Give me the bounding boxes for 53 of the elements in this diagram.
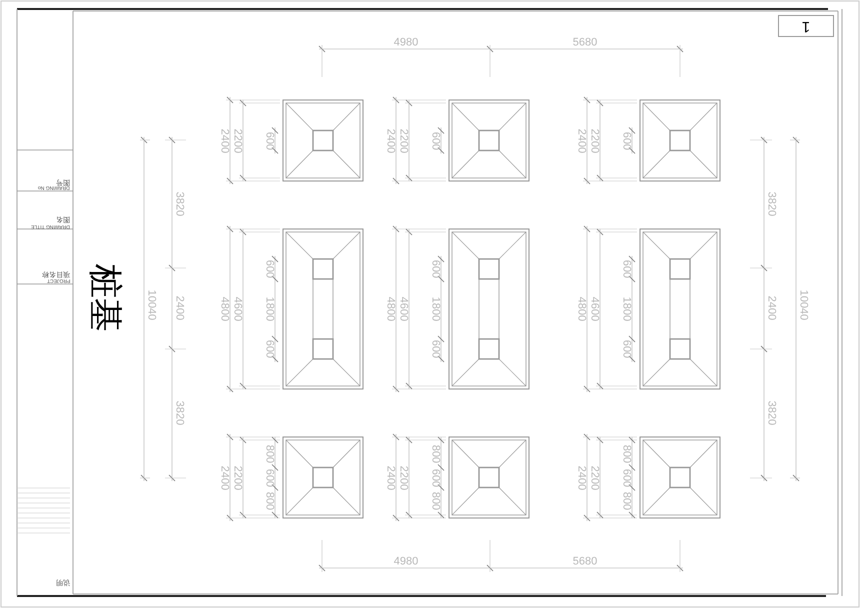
dimension-text: 3820 xyxy=(174,400,184,426)
dimension-text: 1800 xyxy=(264,296,274,322)
dimension-text: 600 xyxy=(264,260,274,278)
dimension-text: 600 xyxy=(430,131,440,150)
dimension-text: 600 xyxy=(264,340,274,358)
dimension-text: 4600 xyxy=(232,296,242,322)
dimension-text: 600 xyxy=(264,468,274,487)
dimension-text: 600 xyxy=(430,260,440,278)
dimension-text: 3820 xyxy=(174,192,184,216)
dimension-text: 2400 xyxy=(384,128,396,153)
dimension-text: 4980 xyxy=(394,556,418,568)
dimension-text: 2400 xyxy=(766,296,776,320)
page-number: 1 xyxy=(778,15,834,37)
dimension-text: 10040 xyxy=(146,290,156,320)
dimension-text: 2200 xyxy=(398,128,408,153)
dimension-text: 5680 xyxy=(572,38,598,48)
dimension-text: 2400 xyxy=(218,465,230,490)
dimension-text: 2200 xyxy=(398,465,408,490)
drawing-title: 桩基 xyxy=(88,264,122,332)
dimension-text: 800 xyxy=(430,444,440,463)
dimension-text: 2400 xyxy=(576,465,586,490)
dimension-text: 600 xyxy=(430,340,440,358)
dimension-text: 600 xyxy=(264,131,274,150)
dimension-text: 10040 xyxy=(798,290,808,320)
dimension-text: 4800 xyxy=(384,296,396,322)
dimension-text: 2400 xyxy=(218,128,230,153)
dimension-text: 2200 xyxy=(232,128,242,153)
dimension-text: 800 xyxy=(430,492,440,510)
dimension-text: 800 xyxy=(620,492,632,510)
dimension-text: 2200 xyxy=(232,465,242,490)
dimension-text: 2400 xyxy=(174,296,184,320)
dimension-text: 3820 xyxy=(766,400,776,426)
dimension-text: 600 xyxy=(620,468,632,487)
dimension-text: 600 xyxy=(620,260,632,278)
dimension-text: 4800 xyxy=(218,296,230,322)
dimension-text: 3820 xyxy=(766,192,776,216)
dimension-text: 2400 xyxy=(384,465,396,490)
dimension-text: 1800 xyxy=(620,296,632,322)
dimension-text: 4600 xyxy=(588,296,600,322)
dimension-text: 1800 xyxy=(430,296,440,322)
dimension-text: 600 xyxy=(620,131,632,150)
dimension-text: 4800 xyxy=(576,296,586,322)
dimension-text: 600 xyxy=(620,340,632,358)
dimension-text: 4980 xyxy=(394,38,418,48)
dimension-text: 800 xyxy=(620,444,632,463)
dimension-text: 600 xyxy=(430,468,440,487)
dimension-text: 800 xyxy=(264,444,274,463)
dimension-text: 2400 xyxy=(576,128,586,153)
dimension-text: 5680 xyxy=(572,556,598,568)
dimension-text: 2200 xyxy=(588,128,600,153)
dimension-text: 4600 xyxy=(398,296,408,322)
dimension-text: 800 xyxy=(264,492,274,510)
dimension-text: 2200 xyxy=(588,465,600,490)
